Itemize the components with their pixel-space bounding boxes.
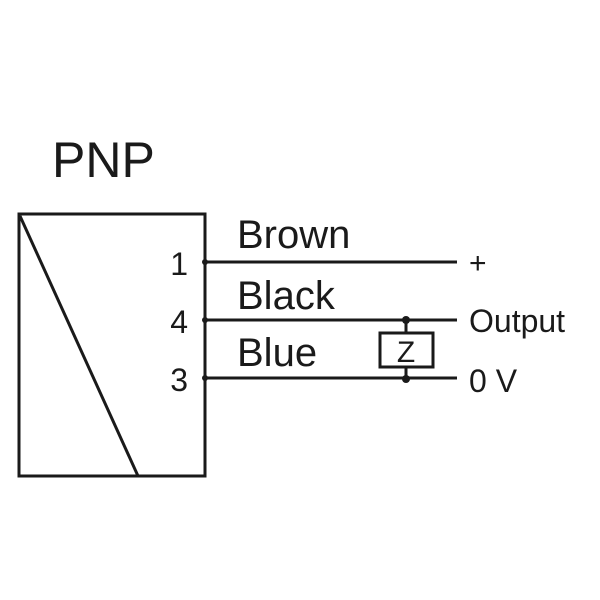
load-box [378, 331, 435, 369]
wire-color-label: Black [237, 274, 336, 318]
load-resistor: Z [378, 316, 435, 383]
pin-dot [202, 375, 208, 381]
wire-color-label: Brown [237, 213, 350, 257]
sensor-diagonal [18, 215, 140, 477]
junction-dot [402, 375, 410, 383]
junction-dot [402, 316, 410, 324]
pin-number: 1 [170, 246, 188, 282]
wire-4: 4 Black Output [170, 274, 565, 340]
terminal-label: + [469, 247, 487, 280]
pin-dot [202, 259, 208, 265]
load-label: Z [397, 336, 415, 369]
pin-dot [202, 317, 208, 323]
wire-3: 3 Blue 0 V [170, 331, 517, 399]
pin-number: 4 [170, 304, 188, 340]
pin-number: 3 [170, 362, 188, 398]
terminal-label: Output [469, 303, 565, 339]
diagram-title: PNP [52, 132, 155, 188]
sensor-body [17, 212, 207, 478]
terminal-label: 0 V [469, 363, 518, 399]
wire-1: 1 Brown + [170, 213, 486, 282]
wire-color-label: Blue [237, 331, 317, 375]
